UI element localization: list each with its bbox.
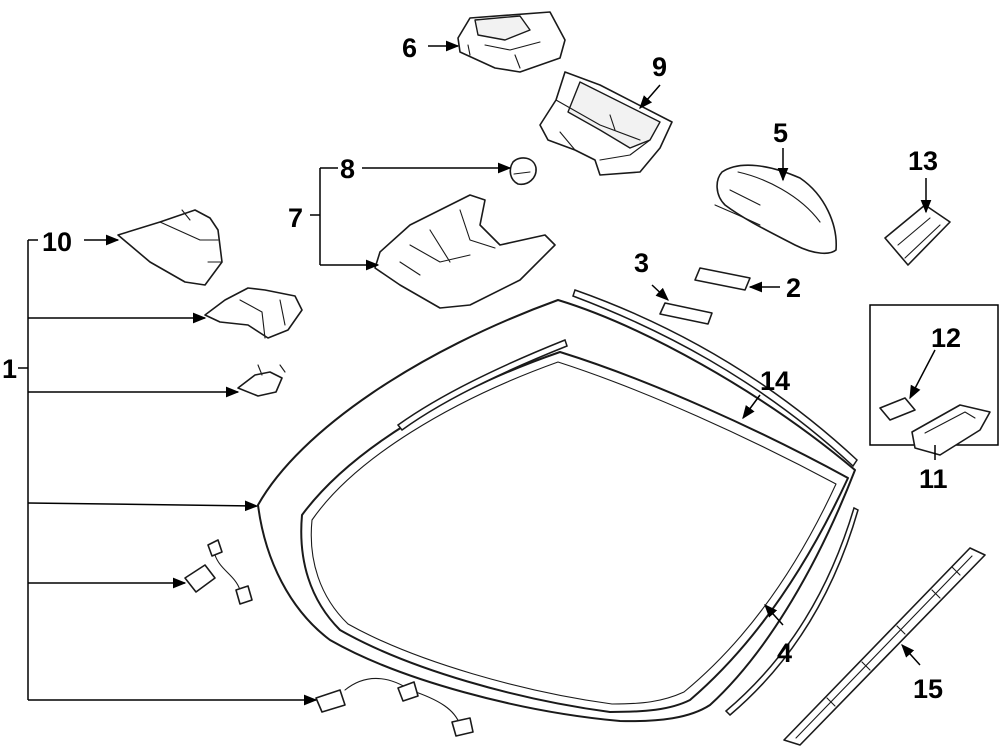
rearview-mirror-5	[714, 164, 837, 255]
callout-1: 1	[2, 354, 17, 384]
callout-10: 10	[42, 227, 72, 257]
callout-11: 11	[919, 464, 948, 494]
sensor-connector	[237, 364, 286, 397]
wire-harness-2	[315, 677, 474, 737]
wire-harness-1	[184, 539, 253, 605]
sensor-pad-2	[694, 267, 751, 291]
cowl-strip	[783, 547, 986, 746]
sensor-pad-3	[659, 302, 713, 325]
callout-2: 2	[786, 273, 801, 303]
bracket-6	[457, 11, 566, 73]
callout-7: 7	[288, 203, 303, 233]
callout-13: 13	[908, 146, 938, 176]
mirror-bracket	[204, 287, 303, 339]
inner-upper-strip	[396, 339, 568, 432]
overhead-console-9	[539, 71, 673, 176]
callout-4: 4	[777, 638, 792, 668]
clip-13	[884, 204, 951, 266]
trim-cover-7	[374, 194, 556, 309]
callout-12: 12	[931, 323, 961, 353]
callout-labels: 1 2 3 4 5 6 7 8 9 10 11 12 13 14 15	[2, 33, 961, 704]
callout-3: 3	[634, 248, 649, 278]
header-molding	[572, 289, 858, 468]
callout-5: 5	[773, 118, 788, 148]
callout-14: 14	[760, 366, 790, 396]
callout-6: 6	[402, 33, 417, 63]
callout-9: 9	[652, 52, 667, 82]
callout-8: 8	[340, 154, 355, 184]
cover-10	[117, 209, 223, 286]
group-box-11	[869, 304, 999, 456]
windshield-glass	[257, 299, 856, 723]
clip-8	[509, 157, 537, 186]
leader-lines	[18, 40, 936, 706]
side-strip	[724, 506, 859, 717]
callout-15: 15	[913, 674, 943, 704]
